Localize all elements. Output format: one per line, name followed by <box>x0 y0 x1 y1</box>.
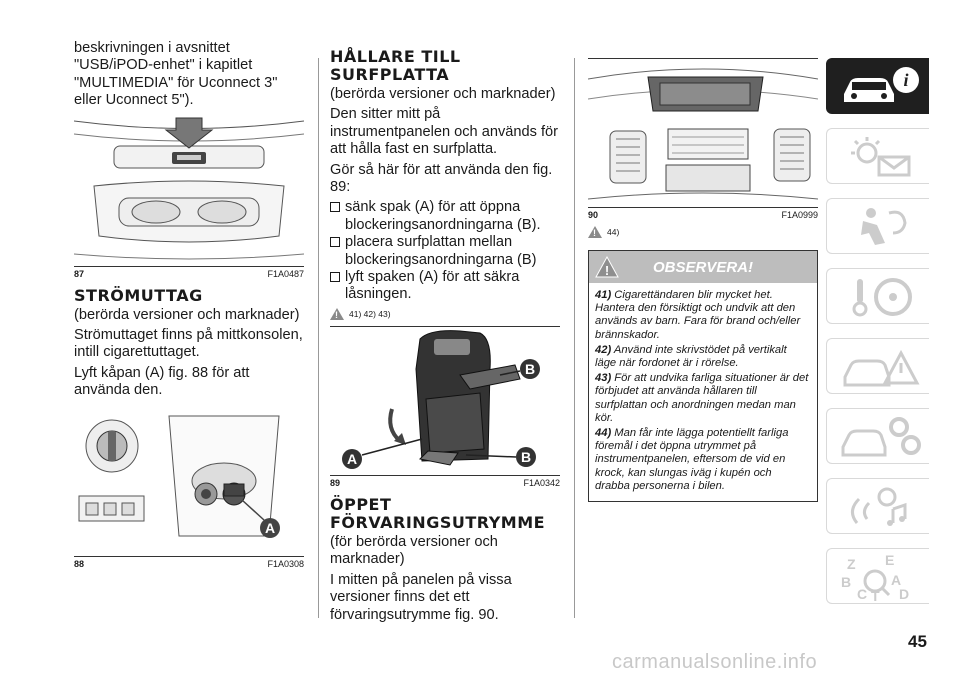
figure-89-caption: 89 F1A0342 <box>330 478 560 488</box>
bullet-box-icon <box>330 202 340 213</box>
section-subtitle: (berörda versioner och marknader) <box>330 86 556 102</box>
svg-text:A: A <box>891 572 901 588</box>
steering-key-icon <box>852 278 912 317</box>
figure-number: 90 <box>588 210 599 220</box>
label-a: A <box>347 451 357 467</box>
tablet-holder-illustration: B A B <box>342 330 540 469</box>
observe-header: ! OBSERVERA! <box>589 251 817 283</box>
figure-number: 88 <box>74 558 85 569</box>
airbag-seat-icon <box>861 208 907 245</box>
svg-text:i: i <box>903 70 908 90</box>
warning-triangle-icon: ! <box>330 307 344 320</box>
figure-number: 87 <box>74 268 85 279</box>
section-heading-storage: ÖPPET FÖRVARINGSUTRYMME <box>330 494 546 532</box>
paragraph: Den sitter mitt på instrumentpanelen och… <box>330 106 558 158</box>
figure-code: F1A0342 <box>523 477 560 488</box>
bullet-box-icon <box>330 272 340 283</box>
figure-87-caption: 87 F1A0487 <box>74 269 304 279</box>
svg-text:C: C <box>857 586 867 601</box>
section-heading-tablet-holder: HÅLLARE TILL SURFPLATTA <box>330 47 461 84</box>
paragraph: Lyft kåpan (A) fig. 88 för att använda d… <box>74 364 250 399</box>
figure-number: 89 <box>330 477 341 488</box>
tab-index[interactable]: Z E B A D C T <box>826 548 929 604</box>
power-outlet-illustration: A <box>78 415 280 538</box>
car-info-icon: i <box>844 67 919 102</box>
svg-text:B: B <box>841 574 851 590</box>
car-service-gears-icon <box>841 417 921 457</box>
note-42: 42) Använd inte skrivstödet på vertikalt… <box>595 343 787 370</box>
figure-87 <box>74 116 304 267</box>
svg-text:T: T <box>871 588 880 601</box>
chapter-tabs: i <box>826 58 929 618</box>
note-44: 44) Man får inte lägga potentiellt farli… <box>595 427 789 492</box>
ceiling-console-illustration <box>74 117 304 260</box>
tab-emergency[interactable] <box>826 338 929 394</box>
tab-car-info[interactable]: i <box>826 58 929 114</box>
observe-box: ! OBSERVERA! 41) Cigarettändaren blir my… <box>588 250 818 503</box>
watermark: carmanualsonline.info <box>612 651 818 673</box>
warning-triangle-icon: ! <box>588 226 602 238</box>
observe-notes: 41) Cigarettändaren blir mycket het. Han… <box>589 283 817 501</box>
tab-starting-driving[interactable] <box>826 268 929 324</box>
figure-code: F1A0487 <box>267 268 304 279</box>
paragraph: Gör så här för att använda den fig. 89: <box>330 161 553 196</box>
svg-text:Z: Z <box>847 556 856 572</box>
note-41: 41) Cigarettändaren blir mycket het. Han… <box>595 289 801 341</box>
warning-refs: ! 44) <box>588 226 818 238</box>
column-1: beskrivningen i avsnittet "USB/iPOD-enhe… <box>74 40 304 577</box>
column-3: 90 F1A0999 ! 44) ! OBSERVERA! 41) Cigare… <box>588 58 818 503</box>
warning-refs: ! 41) 42) 43) <box>330 307 560 320</box>
svg-text:!: ! <box>605 263 609 278</box>
figure-90 <box>588 58 818 208</box>
tab-safety[interactable] <box>826 198 929 254</box>
page-number: 45 <box>908 632 927 651</box>
storage-compartment-illustration <box>588 68 818 200</box>
intro-text: beskrivningen i avsnittet "USB/iPOD-enhe… <box>74 40 278 109</box>
multimedia-icon <box>851 487 907 526</box>
figure-88: A <box>74 406 304 557</box>
figure-code: F1A0999 <box>781 210 818 220</box>
section-heading-power-outlet: STRÖMUTTAG <box>74 285 203 305</box>
figure-90-caption: 90 F1A0999 <box>588 210 818 220</box>
section-subtitle: (för berörda versioner och marknader) <box>330 533 498 568</box>
paragraph: Strömuttaget finns på mittkonsolen, inti… <box>74 327 303 361</box>
svg-text:E: E <box>885 553 894 568</box>
label-b: B <box>525 361 535 377</box>
observe-title: OBSERVERA! <box>652 258 753 276</box>
bullet-item: lyft spaken (A) för att säkra låsningen. <box>330 269 560 304</box>
svg-text:D: D <box>899 586 909 601</box>
tab-maintenance[interactable] <box>826 408 929 464</box>
warning-triangle-icon: ! <box>595 256 619 278</box>
figure-88-caption: 88 F1A0308 <box>74 559 304 569</box>
paragraph: I mitten på panelen på vissa versioner f… <box>330 571 512 623</box>
note-43: 43) För att undvika farliga situationer … <box>595 372 809 424</box>
label-b: B <box>521 449 531 465</box>
index-letters-icon: Z E B A D C T <box>841 553 909 601</box>
column-divider <box>574 58 575 618</box>
warning-lights-icon <box>851 137 911 177</box>
label-a: A <box>265 520 275 536</box>
bullet-box-icon <box>330 237 340 248</box>
car-emergency-icon <box>843 349 920 387</box>
bullet-item: placera surfplattan mellan blockeringsan… <box>330 234 560 269</box>
column-2: HÅLLARE TILL SURFPLATTA (berörda version… <box>330 48 560 627</box>
figure-89: B A B <box>330 325 560 476</box>
tab-multimedia[interactable] <box>826 478 929 534</box>
bullet-item: sänk spak (A) för att öppna blockeringsa… <box>330 199 560 234</box>
section-subtitle: (berörda versioner och marknader) <box>74 306 300 323</box>
column-divider <box>318 58 319 618</box>
figure-code: F1A0308 <box>267 558 304 569</box>
tab-warning-lights[interactable] <box>826 128 929 184</box>
